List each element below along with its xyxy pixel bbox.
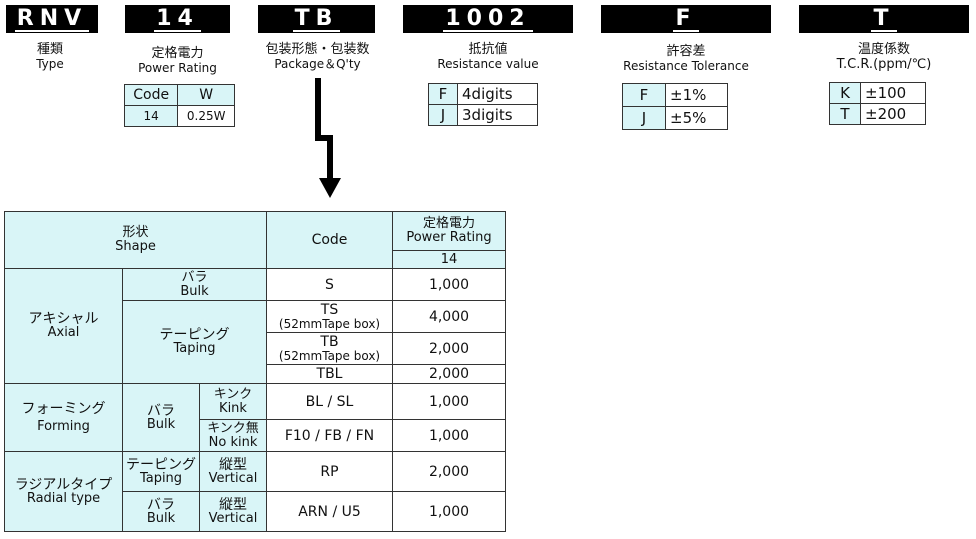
code-box-resistance: 1002: [403, 5, 573, 33]
table-row: J±5%: [622, 106, 728, 130]
header-code: Code: [266, 211, 393, 269]
tolerance-table: F±1% J±5%: [622, 83, 728, 130]
table-row: TB(52mmTape box) 2,000: [5, 332, 506, 365]
cell-ts: TS(52mmTape box): [266, 300, 393, 333]
power-table-header-code: Code: [123, 84, 179, 106]
code-box-power: 14: [125, 5, 230, 33]
code-box-tcr: T: [799, 5, 969, 33]
power-table-code: 14: [123, 105, 179, 127]
arrow-icon: [315, 78, 341, 198]
table-row: T±200: [829, 103, 926, 125]
power-table-header-w: W: [177, 84, 235, 106]
code-box-tolerance: F: [601, 5, 771, 33]
table-row: F±1%: [622, 83, 728, 107]
code-box-type: RNV: [6, 5, 98, 33]
cell-tb: TB(52mmTape box): [266, 332, 393, 365]
tcr-table: K±100 T±200: [829, 82, 926, 125]
table-row: K±100: [829, 82, 926, 104]
code-box-package: TB: [258, 5, 375, 33]
header-power-code: 14: [392, 250, 506, 269]
power-table-w: 0.25W: [177, 105, 235, 127]
